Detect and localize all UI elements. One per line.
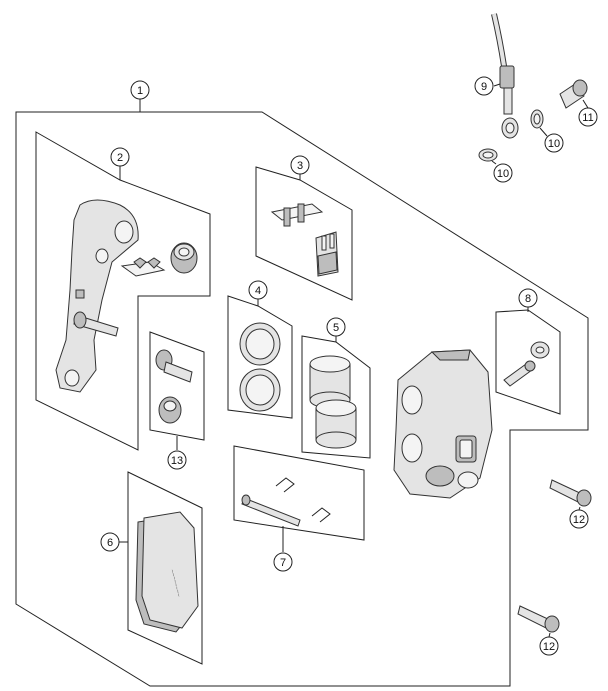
leader-11 (582, 99, 589, 109)
group-4-outline (227, 295, 293, 419)
group-8-outline (495, 309, 561, 415)
callout-10-lower: 10 (493, 163, 513, 183)
callout-12-lower: 12 (539, 636, 559, 656)
callout-8: 8 (518, 288, 538, 308)
callout-3: 3 (290, 155, 310, 175)
pad-spring-part (120, 257, 166, 277)
callout-10-upper: 10 (544, 133, 564, 153)
retaining-spring-part (315, 231, 339, 277)
piston-upper-part (309, 355, 351, 409)
callout-2: 2 (110, 147, 130, 167)
banjo-bolt-part (559, 79, 588, 109)
callout-6-label: 6 (107, 537, 113, 549)
callout-11: 11 (578, 107, 598, 127)
washer-upper-part (530, 109, 544, 129)
group-2-outline (35, 131, 211, 451)
callout-9: 9 (474, 76, 494, 96)
leader-12a (578, 506, 581, 511)
callout-13-label: 13 (171, 455, 183, 467)
piston-lower-part (315, 399, 357, 449)
callout-5: 5 (326, 317, 346, 337)
callout-7-label: 7 (280, 557, 286, 569)
leader-10a (539, 127, 548, 137)
callout-9-label: 9 (481, 81, 487, 93)
callout-3-label: 3 (297, 160, 303, 172)
callout-13: 13 (167, 450, 187, 470)
bleeder-screw-part (503, 360, 536, 387)
group-3-outline (255, 166, 353, 301)
pad-pin-part (241, 494, 301, 527)
callout-11-label: 11 (582, 112, 593, 124)
callout-1-label: 1 (137, 85, 143, 97)
pin-boot-part (158, 396, 182, 424)
caliper-body-part (393, 349, 493, 499)
group-5-outline (301, 335, 371, 459)
callout-12-lower-label: 12 (543, 641, 555, 653)
brake-hose-part (491, 13, 519, 139)
spring-clip-part (270, 203, 324, 227)
spring-clip-right-part (311, 507, 331, 523)
leader-9 (493, 83, 501, 87)
spring-clip-left-part (275, 477, 295, 493)
seal-ring-upper-part (239, 322, 281, 366)
rubber-boot-part (170, 242, 198, 274)
callout-6: 6 (100, 532, 120, 552)
guide-pin-part (155, 349, 193, 383)
callout-7: 7 (273, 552, 293, 572)
group-6-outline (127, 471, 203, 665)
brake-pad-part: ~~~~~~~~ (135, 511, 199, 633)
callout-4: 4 (248, 280, 268, 300)
leader-10b (491, 160, 497, 165)
callout-8-label: 8 (525, 293, 531, 305)
caliper-bracket-part (55, 199, 139, 393)
callout-5-label: 5 (333, 322, 339, 334)
callout-12-upper: 12 (569, 509, 589, 529)
mounting-bolt-lower-part (517, 605, 560, 633)
callout-10-lower-label: 10 (497, 168, 509, 180)
mounting-bolt-upper-part (549, 479, 592, 507)
washer-lower-part (478, 148, 498, 162)
callout-1: 1 (130, 80, 150, 100)
callout-10-upper-label: 10 (548, 138, 560, 150)
callout-4-label: 4 (255, 285, 261, 297)
callout-2-label: 2 (117, 152, 123, 164)
assembly-outline (15, 111, 589, 687)
callout-12-upper-label: 12 (573, 514, 585, 526)
leader-12b (548, 632, 551, 638)
bleeder-cap-part (530, 341, 550, 359)
group-7-outline (233, 445, 365, 541)
seal-ring-lower-part (239, 368, 281, 412)
group-13-outline (149, 331, 205, 441)
